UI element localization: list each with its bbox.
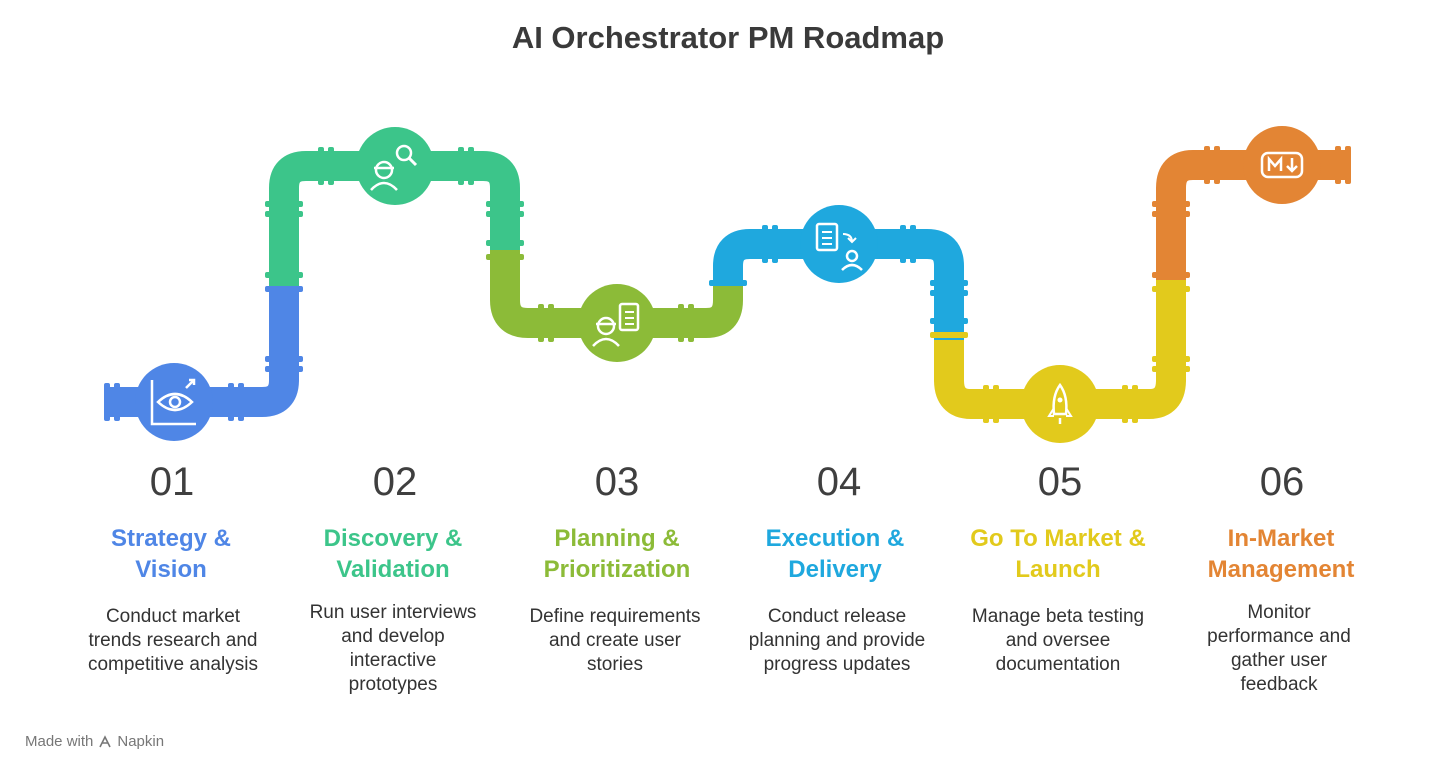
- step-title: Discovery &Validation: [323, 525, 463, 583]
- step-title: Strategy &Vision: [110, 525, 232, 583]
- eye-chart-icon: [135, 363, 213, 441]
- step-number: 06: [1259, 460, 1305, 504]
- napkin-logo-icon: [99, 734, 112, 747]
- rocket-icon: [1021, 365, 1099, 443]
- page-title: AI Orchestrator PM Roadmap: [511, 20, 945, 55]
- step-number: 04: [816, 460, 862, 504]
- step-title: Go To Market &Launch: [970, 525, 1146, 583]
- step-number: 05: [1037, 460, 1083, 504]
- pipe-segment-1: [108, 290, 299, 417]
- step-number: 03: [594, 460, 640, 504]
- step-number: 02: [372, 460, 418, 504]
- step-number: 01: [149, 460, 195, 504]
- pipe-segment-6: [1156, 150, 1350, 280]
- user-search-icon: [356, 127, 434, 205]
- footer-made-with: Made with: [25, 733, 94, 750]
- footer-credit[interactable]: Made with Napkin: [25, 733, 164, 750]
- step-title: Planning &Prioritization: [543, 525, 691, 583]
- footer-brand: Napkin: [117, 733, 165, 750]
- markdown-down-icon: [1243, 126, 1321, 204]
- clipboard-user-icon: [800, 205, 878, 283]
- user-clipboard-icon: [578, 284, 656, 362]
- pipe-flanges: [104, 146, 1351, 423]
- step-title: Execution &Delivery: [765, 525, 905, 583]
